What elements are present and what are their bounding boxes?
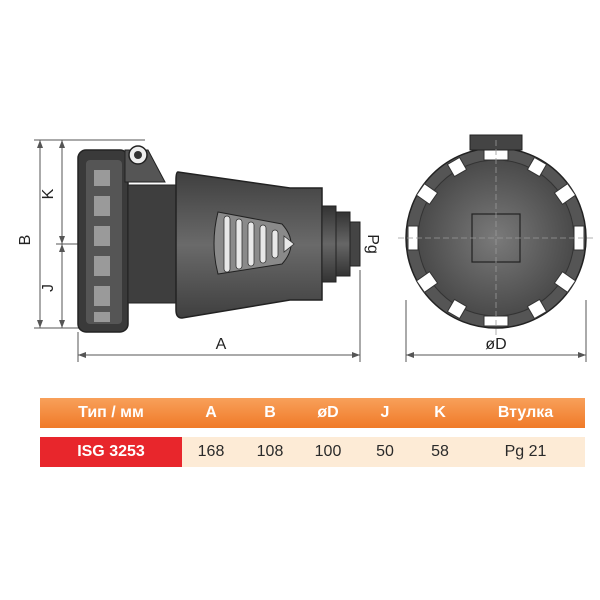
dim-label-a: A: [216, 336, 227, 353]
cell-k: 58: [431, 443, 449, 460]
socket-front-ring: [77, 149, 181, 333]
cell-j: 50: [376, 443, 394, 460]
table-row: ISG 3253 168 108 100 50 58 Pg 21: [40, 437, 585, 467]
cell-b: 108: [256, 443, 284, 460]
cell-d: 100: [314, 443, 342, 460]
spec-table: Тип / мм A B øD J K Втулка ISG 3253 168 …: [40, 398, 585, 476]
dim-label-k: K: [40, 188, 57, 199]
lid-hinge: [124, 145, 166, 183]
technical-drawing: B K J A Pg: [17, 134, 594, 362]
cable-gland: [321, 205, 361, 283]
dimension-lines-vertical: [34, 139, 145, 329]
dimension-a: [77, 270, 361, 362]
header-a: A: [205, 404, 217, 421]
socket-body: [175, 171, 323, 319]
header-bushing: Втулка: [497, 404, 554, 421]
cell-bushing: Pg 21: [504, 443, 547, 460]
dim-label-j: J: [40, 284, 57, 292]
header-type: Тип / мм: [78, 404, 144, 421]
table-header-row: Тип / мм A B øD J K Втулка: [40, 398, 585, 428]
side-view: B K J A Pg: [17, 139, 381, 362]
cell-a: 168: [197, 443, 225, 460]
dim-label-d: øD: [485, 336, 506, 353]
front-view: øD: [398, 134, 594, 362]
header-k: K: [434, 404, 446, 421]
dim-label-b: B: [17, 235, 34, 246]
header-j: J: [380, 404, 390, 421]
header-b: B: [264, 404, 276, 421]
dimension-d: [405, 300, 587, 362]
dim-label-pg: Pg: [364, 234, 381, 254]
header-d: øD: [317, 404, 339, 421]
cell-type: ISG 3253: [40, 437, 182, 467]
